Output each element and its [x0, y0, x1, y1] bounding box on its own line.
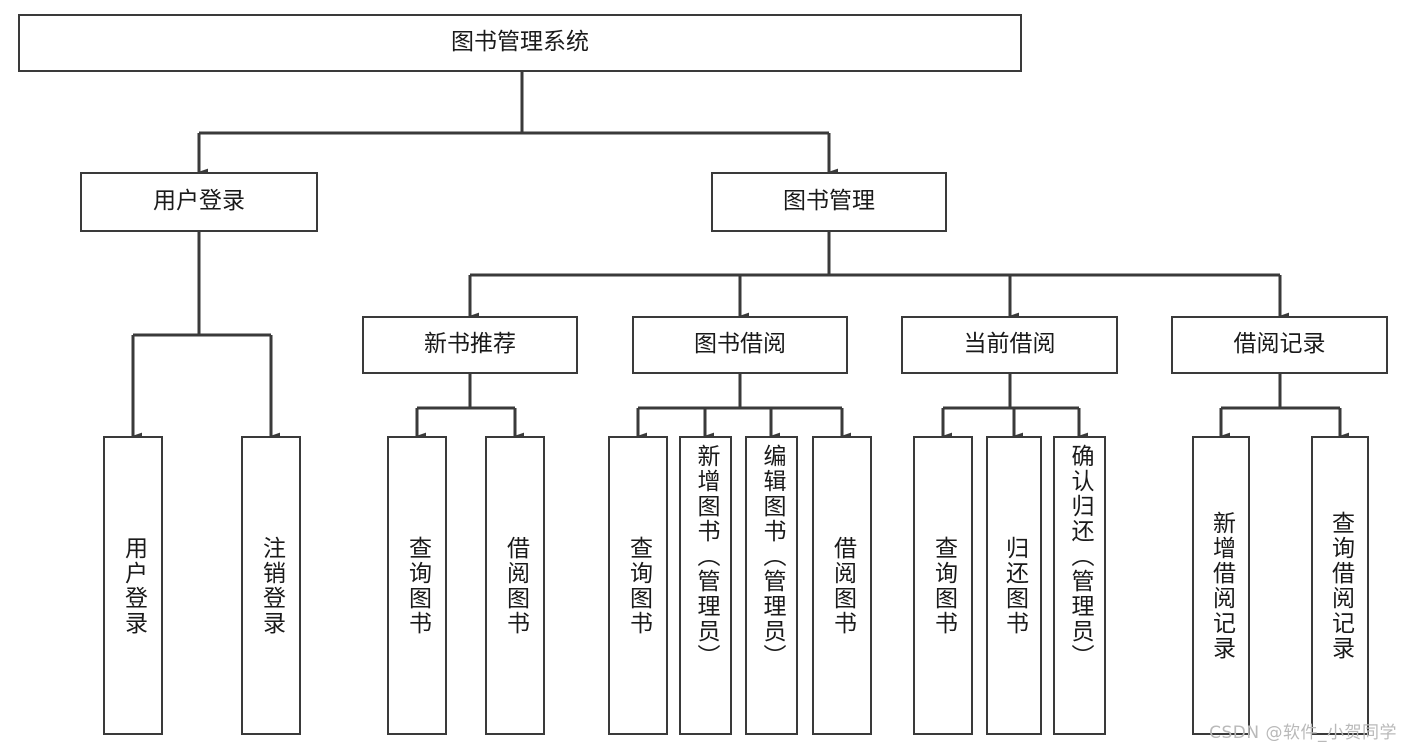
node-label: 借阅记录	[1233, 331, 1326, 358]
node-leaf-logout[interactable]: 注销登录	[241, 436, 301, 735]
node-book-borrow[interactable]: 图书借阅	[632, 316, 848, 374]
node-current-borrow[interactable]: 当前借阅	[901, 316, 1118, 374]
node-leaf-query-book-2[interactable]: 查询图书	[608, 436, 668, 735]
node-label: 借阅图书	[502, 535, 529, 636]
node-label: 当前借阅	[963, 331, 1056, 358]
node-label: 查询图书	[404, 535, 431, 636]
node-book-management[interactable]: 图书管理	[711, 172, 947, 232]
node-root[interactable]: 图书管理系统	[18, 14, 1022, 72]
node-new-book-recommend[interactable]: 新书推荐	[362, 316, 578, 374]
node-label: 编辑图书（管理员）	[759, 444, 785, 669]
node-leaf-query-book-3[interactable]: 查询图书	[913, 436, 973, 735]
node-label: 查询图书	[625, 535, 652, 636]
node-leaf-user-login[interactable]: 用户登录	[103, 436, 163, 735]
node-label: 借阅图书	[829, 535, 856, 636]
node-leaf-query-record[interactable]: 查询借阅记录	[1311, 436, 1369, 735]
node-label: 用户登录	[153, 188, 245, 215]
node-label: 新增借阅记录	[1208, 510, 1235, 661]
node-borrow-record[interactable]: 借阅记录	[1171, 316, 1388, 374]
node-label: 图书管理	[783, 188, 875, 215]
node-leaf-return-book[interactable]: 归还图书	[986, 436, 1042, 735]
node-leaf-add-book[interactable]: 新增图书（管理员）	[679, 436, 732, 735]
node-label: 新书推荐	[424, 331, 516, 358]
csdn-watermark: CSDN @软件_小贺同学	[1209, 723, 1397, 743]
node-label: 查询图书	[930, 535, 957, 636]
node-label: 注销登录	[258, 535, 285, 636]
node-leaf-confirm-return[interactable]: 确认归还（管理员）	[1053, 436, 1106, 735]
node-leaf-edit-book[interactable]: 编辑图书（管理员）	[745, 436, 798, 735]
node-label: 归还图书	[1001, 535, 1028, 636]
node-label: 新增图书（管理员）	[693, 444, 719, 669]
node-leaf-add-record[interactable]: 新增借阅记录	[1192, 436, 1250, 735]
node-label: 图书借阅	[694, 331, 786, 358]
node-leaf-borrow-book-2[interactable]: 借阅图书	[812, 436, 872, 735]
node-user-login[interactable]: 用户登录	[80, 172, 318, 232]
node-label: 确认归还（管理员）	[1067, 444, 1093, 669]
node-leaf-borrow-book-1[interactable]: 借阅图书	[485, 436, 545, 735]
node-label: 图书管理系统	[451, 29, 589, 56]
node-label: 用户登录	[120, 535, 147, 636]
node-leaf-query-book-1[interactable]: 查询图书	[387, 436, 447, 735]
node-label: 查询借阅记录	[1327, 510, 1354, 661]
